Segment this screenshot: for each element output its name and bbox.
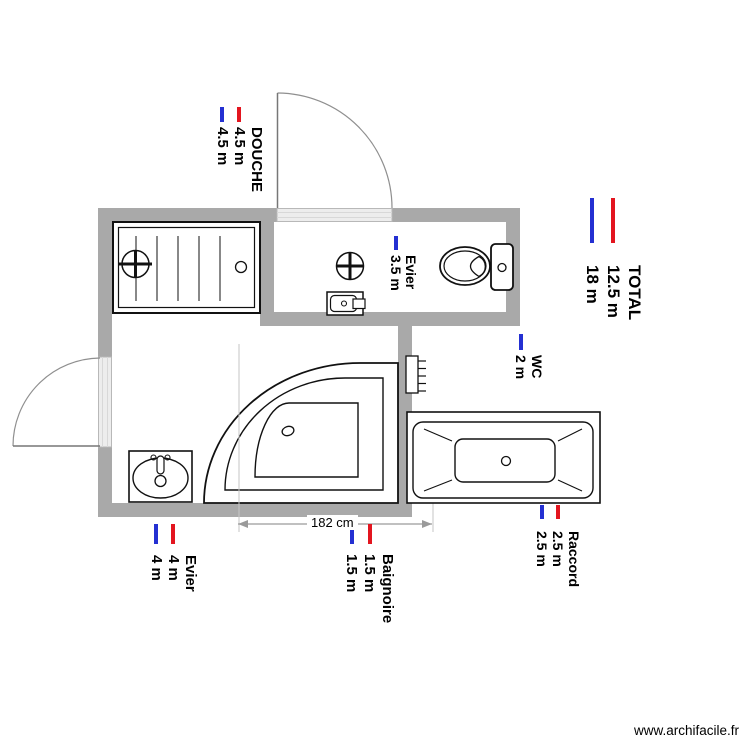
label-douche-name: DOUCHE: [248, 127, 265, 193]
label-baignoire-name: Baignoire: [379, 554, 397, 624]
sink-faucet-icon: [156, 455, 165, 475]
watermark-text: www.archifacile.fr: [634, 723, 740, 738]
red-tick-icon: [237, 107, 242, 122]
sink-drain-icon: [154, 474, 167, 488]
top-door-opening: [276, 208, 393, 222]
label-total-m1: 12.5 m: [604, 265, 624, 318]
wc-washbasin: [326, 251, 366, 316]
shower: [112, 221, 261, 314]
red-tick-icon: [368, 524, 372, 544]
shower-drain-icon: [234, 260, 248, 274]
label-evier-wc-name: Evier: [403, 255, 420, 290]
label-evier-bas-m2: 4 m: [148, 555, 165, 581]
label-douche-m2: 4.5 m: [214, 127, 231, 166]
label-total-name: TOTAL: [625, 265, 645, 321]
label-evier-wc-m1: 3.5 m: [388, 255, 405, 291]
red-tick-icon: [171, 524, 176, 544]
door-openings: [98, 208, 393, 448]
label-evier-bas-name: Evier: [182, 555, 199, 592]
label-baignoire: Baignoire 1.5 m 1.5 m: [343, 524, 397, 640]
label-douche: DOUCHE 4.5 m 4.5 m: [214, 107, 265, 211]
label-wc-m1: 2 m: [513, 355, 529, 380]
label-evier-bas-m1: 4 m: [165, 555, 182, 581]
toilet: [439, 243, 514, 291]
shower-drain-lines: [135, 236, 221, 301]
blue-tick-icon: [220, 107, 225, 122]
label-evier-wc: Evier 3.5 m: [388, 236, 420, 298]
toilet-flush-icon: [469, 255, 486, 278]
label-wc-name: WC: [529, 355, 545, 379]
left-door: [12, 357, 101, 447]
label-raccord-m2: 2.5 m: [534, 531, 550, 567]
bathtub-drain-icon: [500, 455, 512, 467]
top-door: [276, 92, 393, 209]
bathtub: [406, 411, 601, 504]
label-wc: WC 2 m: [513, 334, 545, 398]
left-door-opening: [98, 356, 112, 448]
dimension-label: 182 cm: [307, 515, 358, 530]
radiator-icon: [405, 355, 426, 394]
blue-tick-icon: [590, 198, 595, 243]
label-raccord-m1: 2.5 m: [550, 531, 566, 567]
label-total: TOTAL 12.5 m 18 m: [582, 198, 645, 341]
blue-tick-icon: [540, 505, 544, 519]
corner-bathtub-drain-icon: [281, 425, 295, 437]
label-douche-m1: 4.5 m: [231, 127, 248, 166]
label-baignoire-m2: 1.5 m: [343, 554, 361, 593]
label-total-m2: 18 m: [583, 265, 603, 304]
blue-tick-icon: [394, 236, 399, 250]
toilet-tank: [490, 243, 514, 291]
label-raccord: Raccord 2.5 m 2.5 m: [534, 505, 582, 617]
corner-bathtub: [203, 362, 399, 504]
sink: [128, 450, 193, 503]
red-tick-icon: [556, 505, 560, 519]
label-raccord-name: Raccord: [566, 531, 582, 588]
label-evier-bas: Evier 4 m 4 m: [148, 524, 199, 612]
label-baignoire-m1: 1.5 m: [361, 554, 379, 593]
red-tick-icon: [611, 198, 616, 243]
blue-tick-icon: [519, 334, 523, 350]
blue-tick-icon: [154, 524, 159, 544]
